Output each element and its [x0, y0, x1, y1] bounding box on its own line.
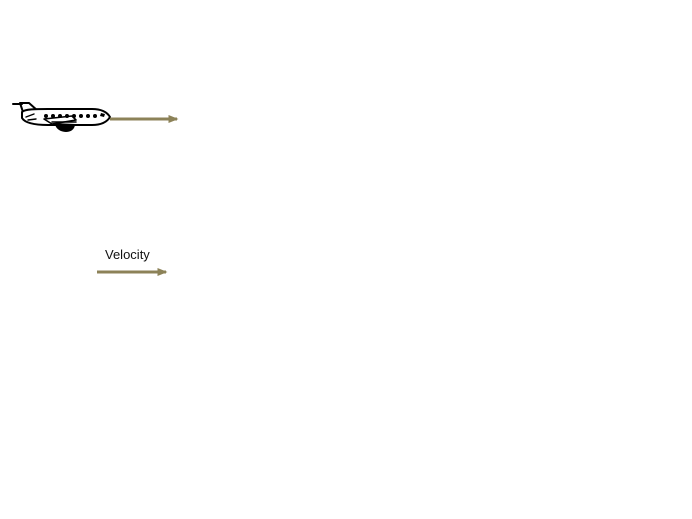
legend-velocity-label: Velocity [105, 247, 150, 262]
airplane-icon [12, 102, 111, 132]
